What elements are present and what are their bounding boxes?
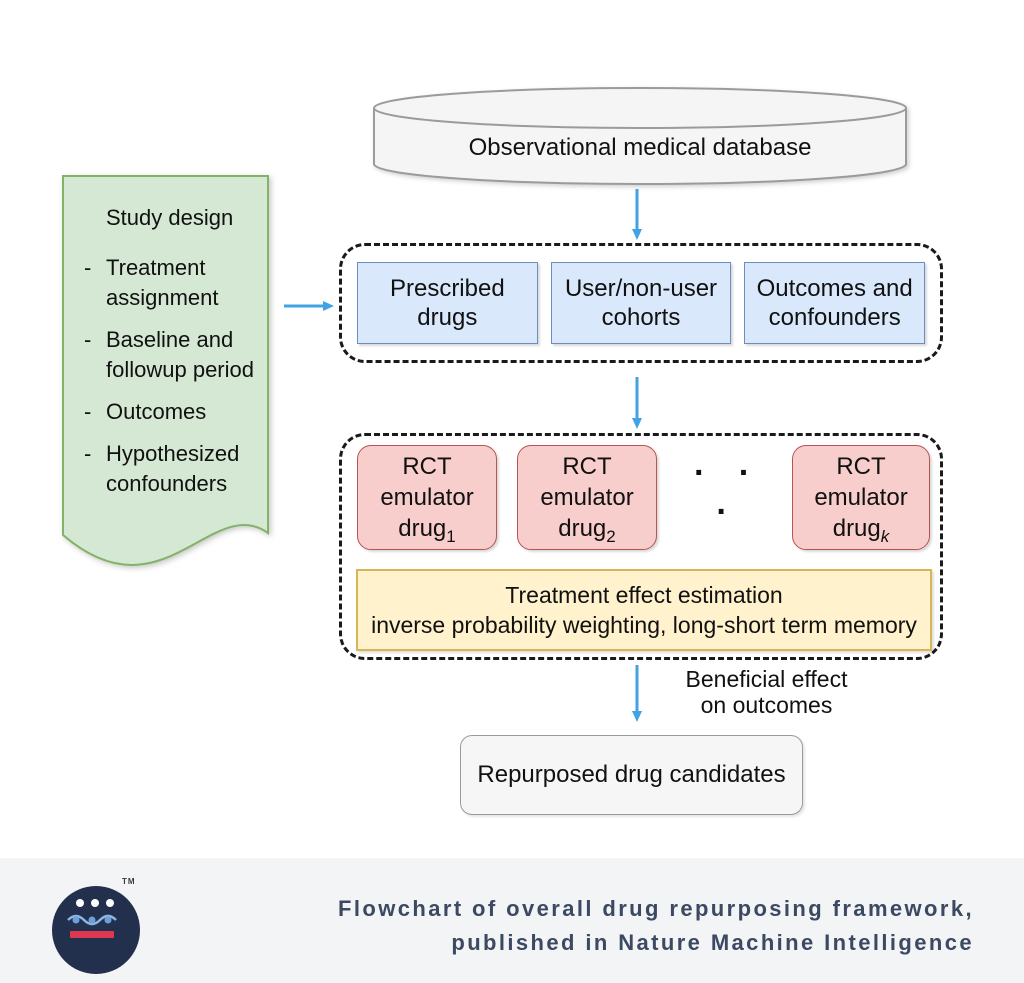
user-nonuser-cohorts-box: User/non-user cohorts — [550, 262, 732, 344]
rct-emulator-drugk-box: RCT emulator drugk — [792, 445, 930, 550]
list-item-label: Outcomes — [106, 399, 207, 424]
study-design-note: Study design - Treatment assignment - Ba… — [62, 175, 269, 575]
rct-emulator-label: RCT emulator drug — [814, 453, 908, 542]
list-item: - Hypothesized confounders — [84, 439, 254, 499]
trademark-symbol: TM — [122, 877, 136, 886]
bullet-dash: - — [84, 327, 92, 352]
list-item-label: Baseline and followup period — [106, 327, 254, 382]
outcomes-confounders-box: Outcomes and confounders — [744, 262, 926, 344]
drug-subscript: 2 — [606, 526, 616, 546]
list-item-label: Treatment assignment — [106, 255, 219, 310]
rct-emulation-group: RCT emulator drug1 RCT emulator drug2 · … — [339, 433, 943, 660]
prescribed-drugs-box: Prescribed drugs — [357, 262, 538, 344]
bullet-dash: - — [84, 399, 92, 424]
logo-glyphs — [67, 899, 117, 938]
database-label: Observational medical database — [468, 134, 812, 161]
list-item: - Baseline and followup period — [84, 325, 254, 385]
caption-text: Flowchart of overall drug repurposing fr… — [338, 896, 974, 955]
repurposed-candidates-box: Repurposed drug candidates — [460, 735, 803, 815]
ellipsis-dots: · · · — [693, 454, 763, 531]
database-cylinder: Observational medical database — [372, 86, 908, 186]
list-item-label: Hypothesized confounders — [106, 441, 240, 496]
footer-bar: TM Flowchart of overall drug repurposing… — [0, 858, 1024, 983]
study-design-content: Study design - Treatment assignment - Ba… — [84, 203, 254, 511]
drug-subscript: 1 — [446, 526, 456, 546]
bullet-dash: - — [84, 441, 92, 466]
cohort-construction-group: Prescribed drugs User/non-user cohorts O… — [339, 243, 943, 363]
rct-emulator-label: RCT emulator drug — [540, 453, 634, 542]
treatment-effect-estimation-box: Treatment effect estimation inverse prob… — [356, 569, 932, 651]
rct-emulator-drug2-box: RCT emulator drug2 — [517, 445, 657, 550]
study-design-title: Study design — [106, 205, 234, 230]
brand-face-logo-icon: TM — [52, 877, 140, 974]
bullet-dash: - — [84, 255, 92, 280]
rct-emulator-drug1-box: RCT emulator drug1 — [357, 445, 497, 550]
cylinder-shape-icon — [373, 87, 907, 185]
drug-subscript: k — [880, 526, 890, 546]
document-shape-icon — [62, 175, 269, 566]
list-item: - Treatment assignment — [84, 253, 254, 313]
beneficial-effect-label: Beneficial effect on outcomes — [685, 666, 848, 718]
list-item: - Outcomes — [84, 397, 254, 427]
rct-emulator-label: RCT emulator drug — [380, 453, 474, 542]
